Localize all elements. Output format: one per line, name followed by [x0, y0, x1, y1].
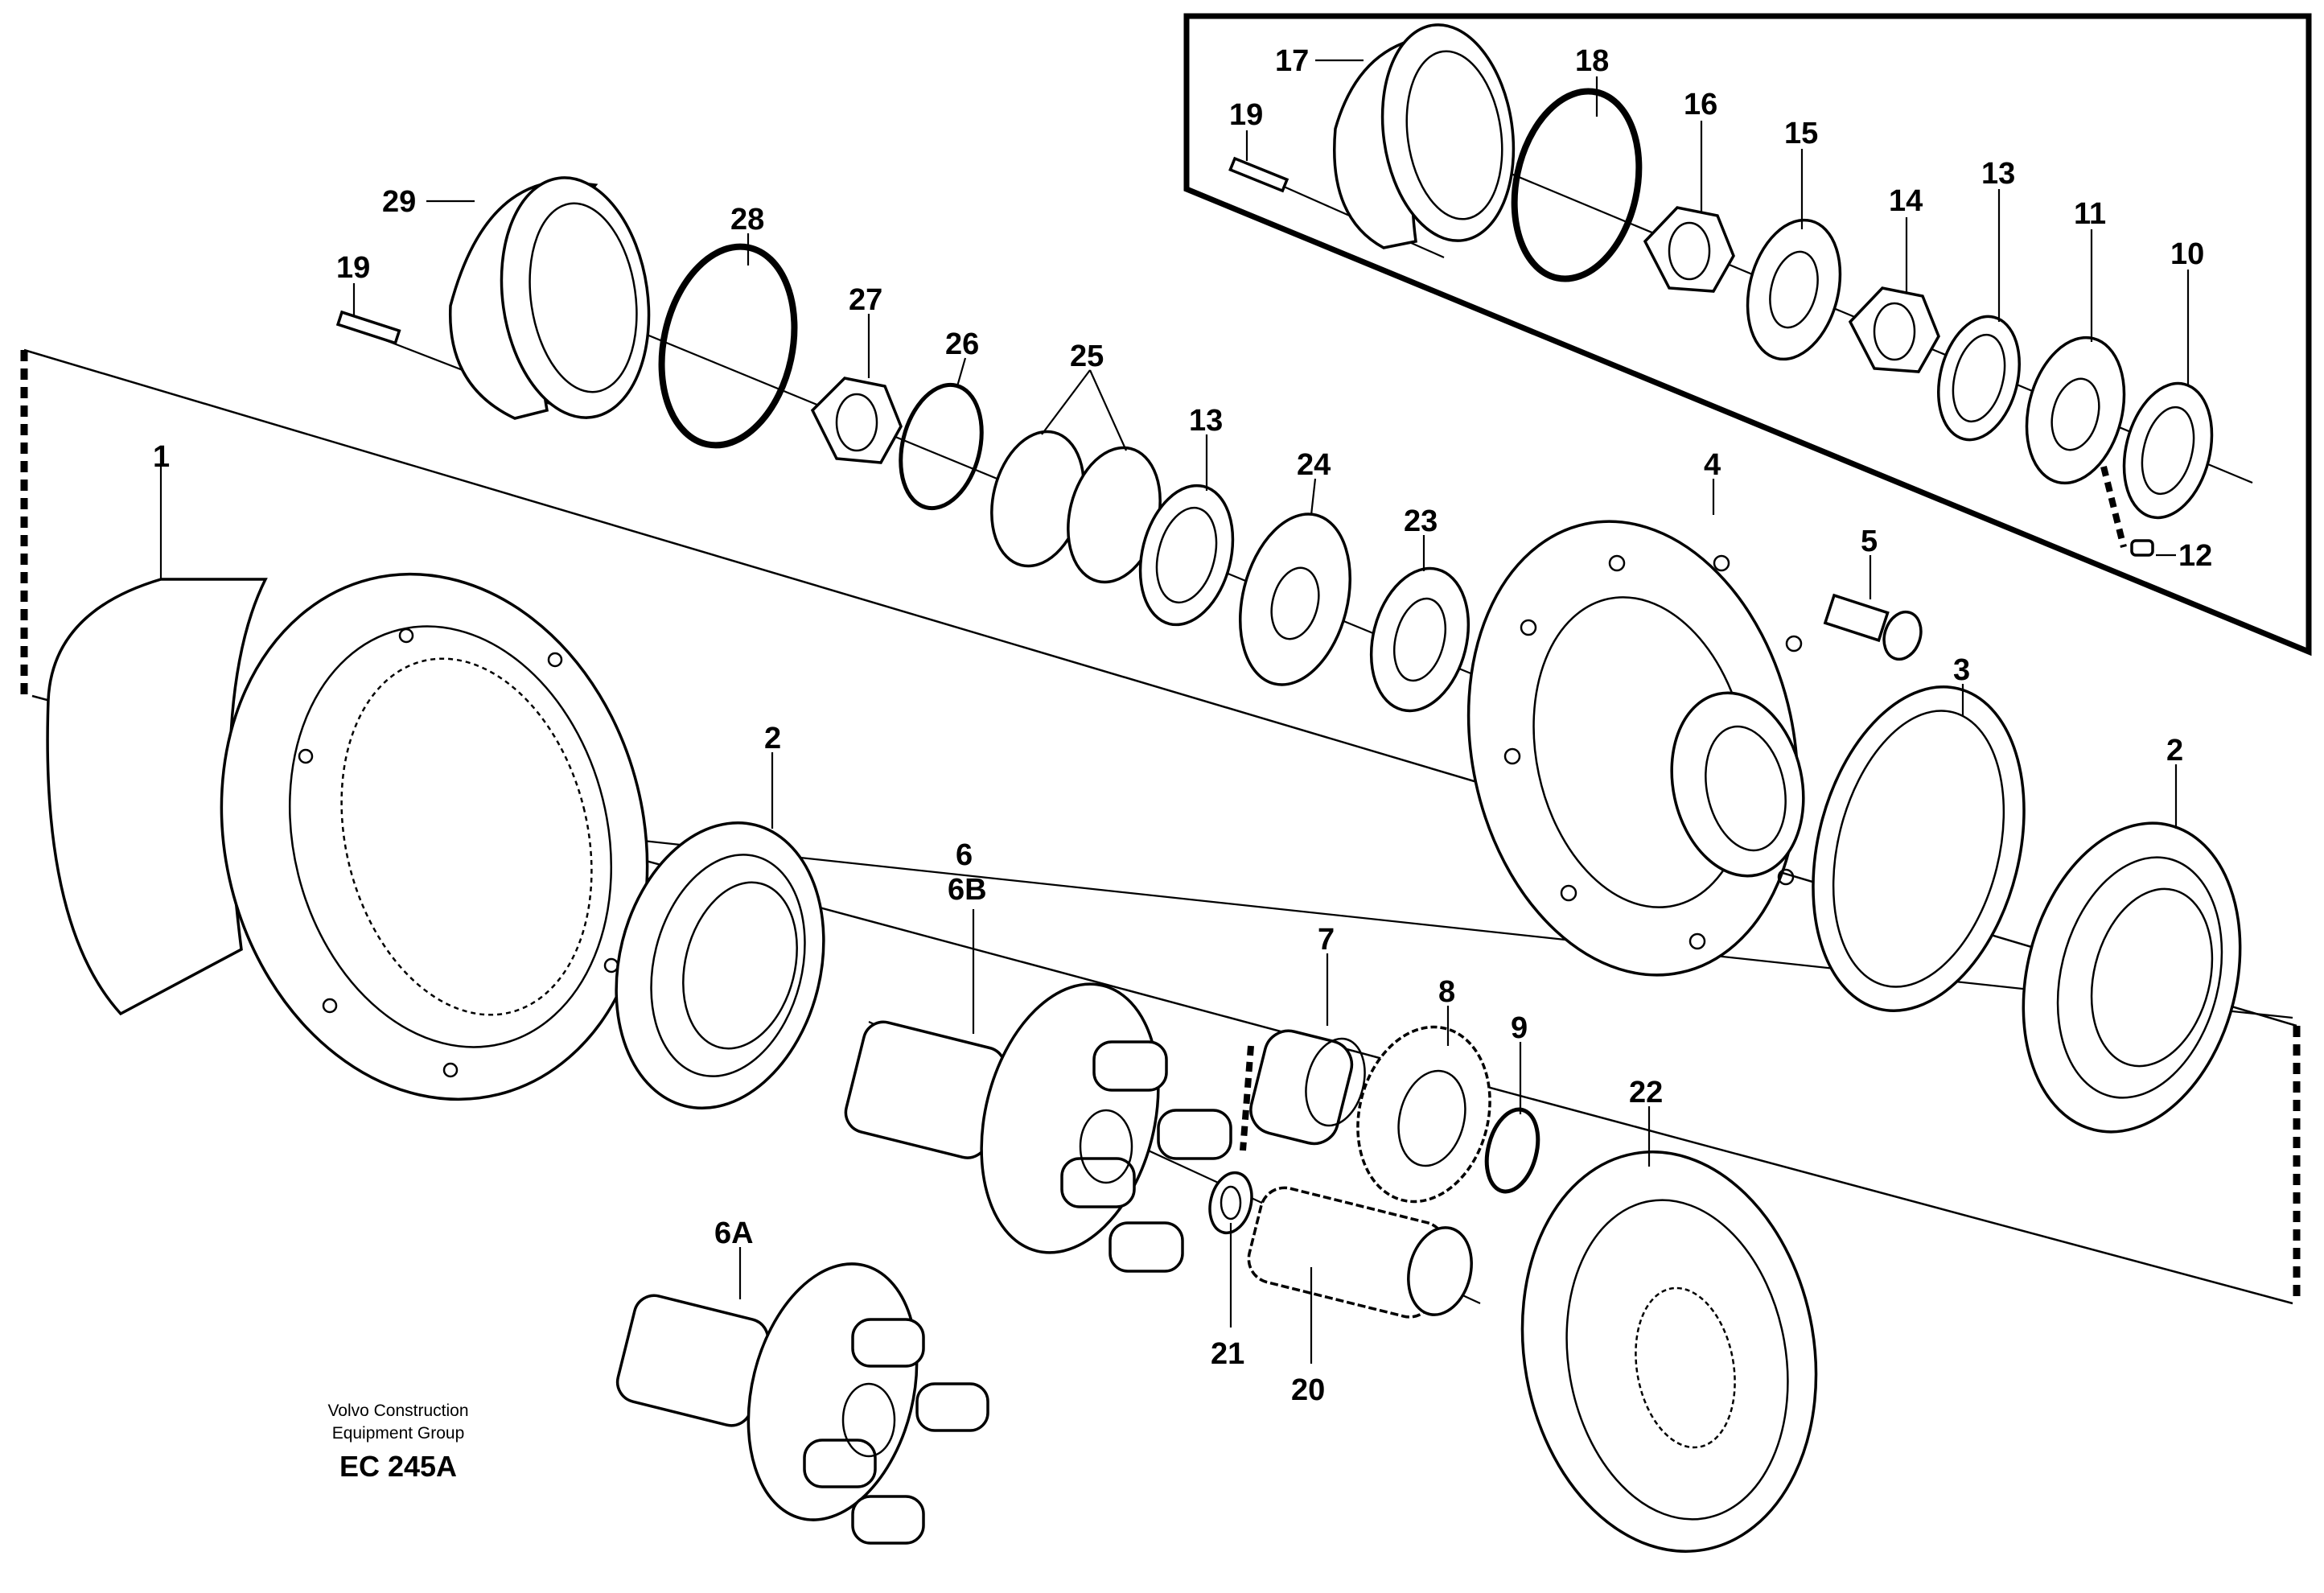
credit-block: Volvo Construction Equipment Group EC 24… [327, 1402, 468, 1483]
credit-line-2: Equipment Group [332, 1424, 465, 1443]
label-14: 14 [1889, 184, 1923, 218]
label-19: 19 [336, 251, 370, 285]
label-21: 21 [1211, 1337, 1244, 1371]
label-17: 17 [1275, 44, 1309, 78]
nut-part-27 [810, 377, 903, 464]
snapring-part-26 [899, 382, 984, 511]
credit-line-1: Volvo Construction [327, 1402, 468, 1420]
label-10: 10 [2170, 237, 2204, 271]
label-22: 22 [1629, 1076, 1663, 1109]
label-1: 1 [153, 440, 170, 474]
bolt-part-19 [335, 310, 401, 345]
hub-part-4 [1466, 520, 1805, 977]
label-24: 24 [1297, 448, 1331, 482]
inset-cover-part-17 [1333, 23, 1516, 249]
nut-part-14 [1848, 286, 1940, 373]
label-2-right: 2 [2166, 734, 2183, 768]
needle-bearing-part-7 [1249, 1029, 1366, 1146]
label-12: 12 [2178, 539, 2212, 573]
label-29: 29 [382, 185, 416, 219]
washer-part-15 [1746, 218, 1842, 361]
label-6: 6 [956, 838, 973, 872]
label-23: 23 [1404, 504, 1438, 538]
label-8: 8 [1438, 975, 1455, 1009]
label-26: 26 [945, 327, 979, 361]
washer-part-13-inset [1936, 315, 2022, 442]
label-13: 13 [1189, 404, 1223, 438]
tabwasher-part-24 [1238, 512, 1352, 686]
washer-part-23 [1369, 566, 1470, 713]
bolt-part-19-inset [1228, 156, 1290, 193]
oring-part-28 [658, 243, 798, 449]
label-25: 25 [1070, 340, 1104, 373]
washer-part-21 [1208, 1171, 1253, 1235]
label-19-inset: 19 [1229, 98, 1263, 132]
label-13-inset: 13 [1981, 157, 2015, 191]
bearing-part-2-left [615, 821, 825, 1110]
label-28: 28 [730, 203, 764, 237]
part-labels: 1 29 19 28 27 26 25 13 24 23 4 5 3 2 2 6… [153, 44, 2212, 1407]
label-18: 18 [1575, 44, 1609, 78]
oring-part-18 [1511, 88, 1643, 282]
label-15: 15 [1784, 117, 1818, 150]
washer-part-10 [2122, 381, 2214, 520]
bearing-part-2-right [2022, 821, 2242, 1134]
label-2-left: 2 [764, 722, 781, 755]
label-9: 9 [1511, 1011, 1528, 1045]
nut-part-16 [1643, 206, 1735, 293]
label-20: 20 [1291, 1373, 1325, 1407]
carrier-part-6a [615, 1262, 989, 1545]
label-7: 7 [1318, 923, 1335, 957]
housing-part-1 [46, 572, 649, 1101]
gear-part-8 [1356, 1025, 1491, 1204]
drawing-code: EC 245A [339, 1450, 457, 1483]
label-6b: 6B [948, 873, 987, 907]
label-4: 4 [1704, 448, 1721, 482]
label-5: 5 [1861, 525, 1878, 558]
label-6a: 6A [714, 1216, 754, 1250]
cover-part-29 [448, 176, 651, 420]
leader-lines [159, 59, 2190, 1364]
bolt-part-5 [1823, 593, 1923, 661]
ring-part-22 [1520, 1150, 1818, 1553]
dashed-lead-12 [2100, 466, 2127, 548]
circlip-part-9 [1484, 1107, 1540, 1194]
carrier-part-6 [844, 982, 1232, 1273]
label-27: 27 [849, 283, 882, 317]
label-3: 3 [1953, 653, 1970, 687]
tabwasher-part-11 [2025, 335, 2126, 485]
label-11: 11 [2074, 197, 2106, 231]
washer-part-13 [1138, 484, 1235, 627]
seal-part-3 [1812, 685, 2026, 1012]
sungear-part-20 [1247, 1186, 1473, 1319]
dashed-lead-7 [1240, 1045, 1254, 1151]
inset-frame [1183, 13, 2312, 657]
label-16: 16 [1684, 88, 1717, 121]
pin-part-12 [2130, 539, 2154, 557]
